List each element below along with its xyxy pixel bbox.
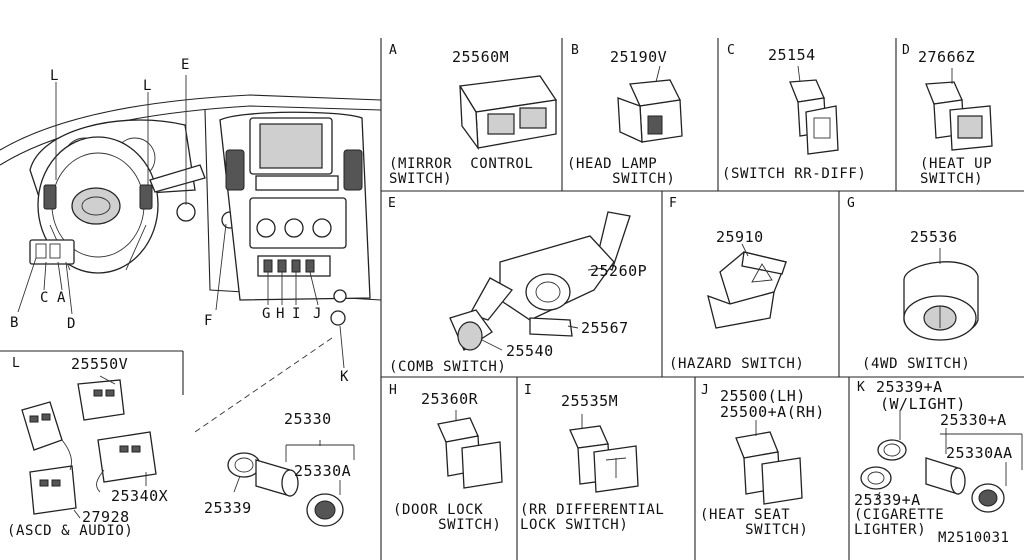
- part-lighter-number-3: 25339: [204, 499, 252, 517]
- cell-d-caption: (HEAT UP SWITCH): [920, 156, 993, 187]
- overview-label-b: B: [10, 315, 19, 331]
- overview-label-k: K: [340, 369, 349, 385]
- cell-j-caption: (HEAT SEAT SWITCH): [700, 507, 809, 538]
- cell-a-label: A: [389, 43, 397, 58]
- part-l-number-2: 25340X: [111, 487, 169, 505]
- part-g-number: 25536: [910, 228, 958, 246]
- part-e-number-3: 25540: [506, 342, 554, 360]
- part-l-number-3: 27928: [82, 508, 130, 526]
- overview-label-f: F: [204, 313, 213, 329]
- part-d-number: 27666Z: [918, 48, 976, 66]
- overview-label-i: I: [292, 306, 301, 322]
- part-e-number-1: 25260P: [590, 262, 648, 280]
- overview-label-a: A: [57, 290, 66, 306]
- part-j-number-rh: 25500+A(RH): [720, 403, 825, 421]
- cell-f-caption: (HAZARD SWITCH): [669, 356, 805, 372]
- part-l-number-1: 25550V: [71, 355, 129, 373]
- e-comb-switch-drawing: [449, 211, 631, 351]
- part-i-number: 25535M: [561, 392, 619, 410]
- b-headlamp-drawing: [617, 65, 683, 144]
- cell-g-caption: (4WD SWITCH): [862, 356, 971, 372]
- a-mirror-control-drawing: [458, 75, 558, 151]
- part-lighter-number-2: 25330A: [294, 462, 352, 480]
- lighter-drawing: [227, 440, 355, 527]
- cell-b-caption: (HEAD LAMP SWITCH): [567, 156, 676, 187]
- part-k-number-3: 25330AA: [946, 444, 1013, 462]
- cell-c-label: C: [727, 43, 735, 58]
- overview-label-j: J: [313, 306, 322, 322]
- part-b-number: 25190V: [610, 48, 668, 66]
- overview-label-d: D: [67, 316, 76, 332]
- cell-h-label: H: [389, 383, 397, 398]
- f-hazard-drawing: [707, 243, 787, 329]
- part-lighter-number-1: 25330: [284, 410, 332, 428]
- overview-leaders: [17, 75, 345, 369]
- cell-k-label: K: [857, 380, 865, 395]
- overview-label-c: C: [40, 290, 49, 306]
- part-k-number-1: 25339+A: [876, 378, 943, 396]
- cell-j-label: J: [701, 383, 709, 398]
- c-rr-diff-drawing: [789, 65, 839, 155]
- overview-label-g: G: [262, 306, 271, 322]
- cell-g-label: G: [847, 196, 855, 211]
- part-h-number: 25360R: [421, 390, 479, 408]
- part-k-number-2: 25330+A: [940, 411, 1007, 429]
- d-heat-up-drawing: [925, 68, 993, 151]
- cell-k-caption: (CIGARETTE LIGHTER): [854, 507, 945, 538]
- part-j-number-lh: 25500(LH): [720, 387, 806, 405]
- h-door-lock-drawing: [437, 410, 503, 489]
- cell-e-caption: (COMB SWITCH): [389, 359, 507, 375]
- l-ascd-audio-drawing: [21, 375, 157, 519]
- part-k-note-light: (W/LIGHT): [880, 395, 966, 413]
- dashboard-overview: [0, 75, 382, 435]
- cell-i-label: I: [524, 383, 532, 398]
- cell-b-label: B: [571, 43, 579, 58]
- cell-d-label: D: [902, 43, 910, 58]
- i-rr-diff-lock-drawing: [569, 414, 639, 493]
- part-f-number: 25910: [716, 228, 764, 246]
- cell-e-label: E: [388, 196, 396, 211]
- cell-l-label: L: [12, 356, 20, 371]
- g-4wd-drawing: [903, 248, 979, 341]
- part-k-number-4: 25339+A: [854, 491, 921, 509]
- part-e-number-2: 25567: [581, 319, 629, 337]
- grid-lines: [0, 38, 1024, 560]
- overview-label-l-1: L: [50, 68, 59, 84]
- cell-l-caption: (ASCD & AUDIO): [7, 523, 134, 539]
- cell-f-label: F: [669, 196, 677, 211]
- cell-i-caption: (RR DIFFERENTIAL LOCK SWITCH): [520, 502, 665, 533]
- overview-label-e: E: [181, 57, 190, 73]
- diagram-id: M2510031: [938, 530, 1010, 546]
- part-a-number: 25560M: [452, 48, 510, 66]
- overview-label-h: H: [276, 306, 285, 322]
- cell-c-caption: (SWITCH RR-DIFF): [722, 166, 867, 182]
- overview-label-l-2: L: [143, 78, 152, 94]
- cell-h-caption: (DOOR LOCK SWITCH): [393, 502, 502, 533]
- k-lighter-drawing: [860, 410, 1023, 513]
- part-c-number: 25154: [768, 46, 816, 64]
- j-heat-seat-drawing: [735, 420, 803, 505]
- cell-a-caption: (MIRROR CONTROL SWITCH): [389, 156, 534, 187]
